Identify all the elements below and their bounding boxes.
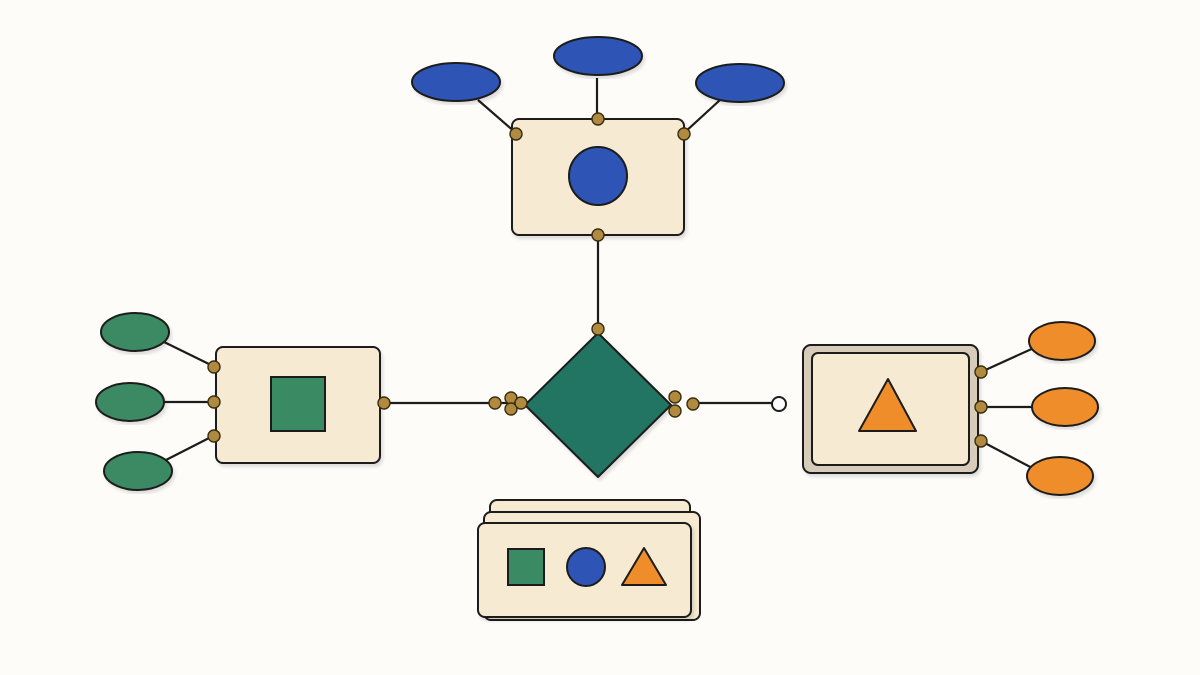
legend-stack[interactable]: [477, 499, 701, 621]
port-dot[interactable]: [974, 434, 988, 448]
square-icon: [507, 548, 545, 586]
top-attributes: [411, 36, 785, 103]
attribute-ellipse-green[interactable]: [95, 382, 165, 422]
link-right-attr-bottom: [980, 440, 1037, 471]
left-attributes: [95, 312, 173, 491]
port-dot[interactable]: [207, 360, 221, 374]
port-dot[interactable]: [514, 396, 528, 410]
port-dot[interactable]: [974, 400, 988, 414]
port-dot[interactable]: [668, 390, 682, 404]
port-dot[interactable]: [207, 429, 221, 443]
port-dot[interactable]: [207, 395, 221, 409]
link-right-attr-top: [980, 345, 1037, 374]
relationship-diamond[interactable]: [524, 332, 672, 478]
link-top-attr-right: [683, 99, 721, 134]
triangle-icon: [621, 547, 667, 586]
attribute-ellipse-green[interactable]: [100, 312, 170, 352]
attribute-ellipse-orange[interactable]: [1031, 387, 1099, 427]
port-dot[interactable]: [591, 228, 605, 242]
port-dot[interactable]: [591, 322, 605, 336]
attribute-ellipse-orange[interactable]: [1026, 456, 1094, 496]
port-dot[interactable]: [591, 112, 605, 126]
port-dot[interactable]: [377, 396, 391, 410]
relationship[interactable]: [524, 332, 672, 478]
triangle-icon: [858, 378, 917, 432]
link-left-attr-top: [159, 339, 214, 367]
left-entity[interactable]: [215, 346, 381, 464]
port-dot[interactable]: [677, 127, 691, 141]
port-dot[interactable]: [974, 365, 988, 379]
attribute-ellipse-orange[interactable]: [1028, 321, 1096, 361]
right-attributes: [1026, 321, 1099, 496]
open-connector-icon[interactable]: [771, 396, 787, 412]
attribute-ellipse-blue[interactable]: [411, 62, 501, 102]
port-dot[interactable]: [509, 127, 523, 141]
connector-lines: [159, 78, 1037, 471]
circle-icon: [568, 146, 628, 206]
attribute-ellipse-blue[interactable]: [553, 36, 643, 76]
square-icon: [270, 376, 326, 432]
attribute-ellipse-blue[interactable]: [695, 63, 785, 103]
port-dot[interactable]: [488, 396, 502, 410]
port-dot[interactable]: [686, 397, 700, 411]
port-dot[interactable]: [504, 402, 518, 416]
connection-ports: [207, 112, 988, 448]
attribute-ellipse-green[interactable]: [103, 451, 173, 491]
right-entity[interactable]: [802, 344, 979, 474]
link-left-attr-bottom: [163, 435, 214, 462]
top-entity[interactable]: [511, 118, 685, 236]
link-top-attr-left: [477, 99, 517, 134]
port-dot[interactable]: [668, 404, 682, 418]
circle-icon: [566, 547, 606, 587]
